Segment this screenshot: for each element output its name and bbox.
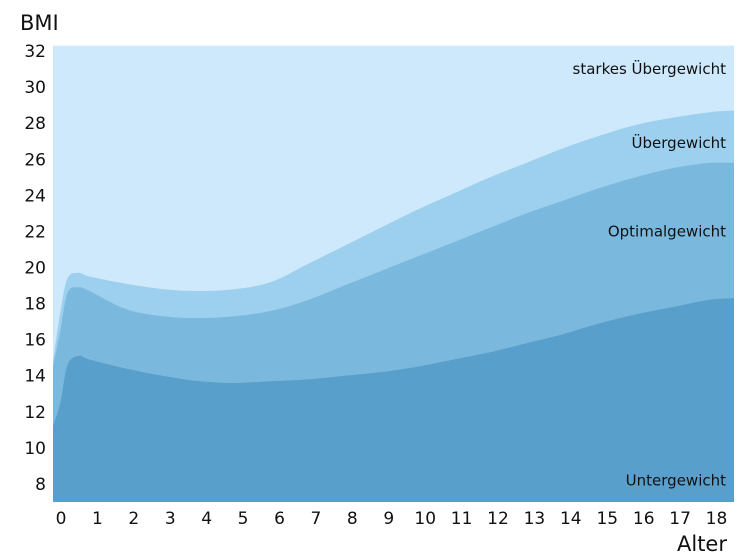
x-tick-label: 4 [201,509,212,529]
x-tick-label: 15 [596,509,618,529]
x-tick-label: 5 [238,509,249,529]
x-tick-label: 7 [310,509,321,529]
y-tick-label: 22 [24,222,46,242]
x-tick-label: 11 [451,509,473,529]
y-tick-label: 32 [24,42,46,62]
x-tick-label: 9 [383,509,394,529]
y-tick-label: 30 [24,78,46,98]
x-tick-label: 3 [165,509,176,529]
x-tick-label: 2 [128,509,139,529]
x-axis-label: Alter [677,532,727,556]
x-tick-label: 18 [706,509,728,529]
band-label-2: Optimalgewicht [608,222,726,240]
x-tick-label: 17 [669,509,691,529]
x-tick-label: 13 [524,509,546,529]
x-tick-label: 14 [560,509,582,529]
band-label-1: Übergewicht [632,133,727,152]
y-tick-label: 14 [24,367,46,387]
chart-bands [53,45,734,503]
band-label-3: Untergewicht [626,471,726,489]
x-tick-label: 1 [92,509,103,529]
y-tick-label: 20 [24,259,46,279]
x-tick-label: 12 [487,509,509,529]
y-tick-label: 28 [24,114,46,134]
y-tick-label: 16 [24,331,46,351]
x-tick-label: 10 [414,509,436,529]
y-tick-label: 8 [35,475,46,495]
x-tick-label: 8 [347,509,358,529]
band-3 [53,298,734,502]
x-tick-label: 16 [633,509,655,529]
x-tick-label: 0 [56,509,67,529]
y-tick-label: 10 [24,439,46,459]
y-axis-label: BMI [20,11,59,35]
band-label-0: starkes Übergewicht [573,59,727,78]
x-tick-label: 6 [274,509,285,529]
y-tick-label: 24 [24,186,46,206]
y-tick-label: 26 [24,150,46,170]
y-tick-label: 18 [24,295,46,315]
y-axis-ticks: 8 10 12 14 16 18 20 22 24 26 28 30 32 [24,42,46,495]
y-tick-label: 12 [24,403,46,423]
band-labels: starkes ÜbergewichtÜbergewichtOptimalgew… [573,59,727,489]
